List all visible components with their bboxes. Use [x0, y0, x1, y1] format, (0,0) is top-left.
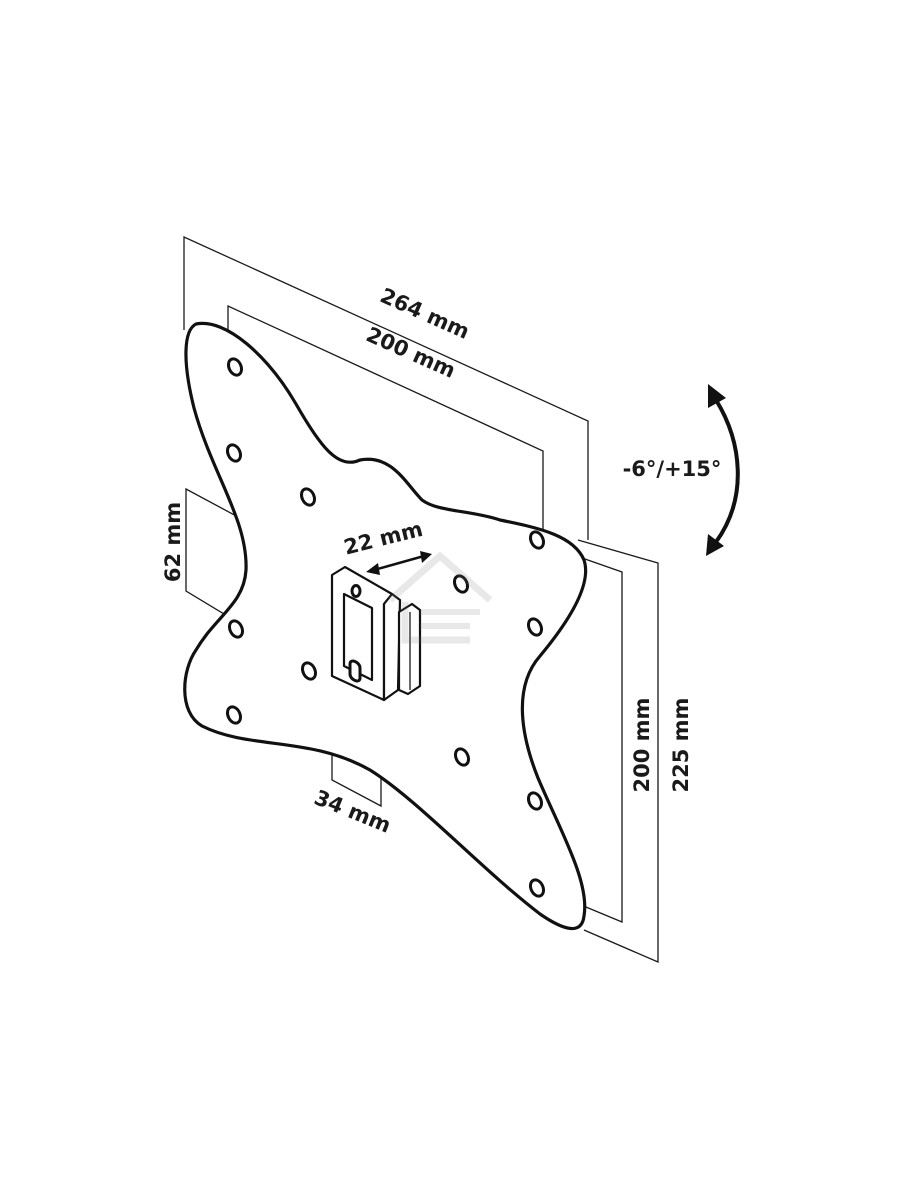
vesa-hole	[528, 878, 546, 898]
outer-height-dimension-lines	[577, 539, 659, 963]
mount-bracket	[330, 565, 422, 702]
vesa-hole	[225, 705, 243, 725]
tilt-arrow-icon	[706, 384, 740, 556]
vesa-hole	[526, 617, 544, 637]
vesa-hole	[226, 357, 244, 377]
outer-width-dimension-lines	[183, 235, 589, 540]
outer-height-label: 225 mm	[669, 698, 693, 793]
bracket-height-label: 62 mm	[161, 502, 185, 582]
vesa-hole	[528, 530, 546, 550]
vesa-hole	[299, 487, 317, 507]
tilt-range-label: -6°/+15°	[623, 457, 722, 481]
vesa-holes	[225, 357, 546, 898]
vesa-hole	[453, 747, 471, 767]
vesa-hole	[300, 661, 318, 681]
vesa-hole	[227, 619, 245, 639]
watermark-house-icon	[387, 551, 493, 644]
bracket-depth-arrow-icon	[366, 551, 432, 575]
bracket-width-label: 34 mm	[311, 785, 394, 837]
vesa-hole	[225, 443, 243, 463]
vesa-hole	[526, 791, 544, 811]
vesa-hole	[452, 574, 470, 594]
inner-height-label: 200 mm	[630, 698, 654, 793]
